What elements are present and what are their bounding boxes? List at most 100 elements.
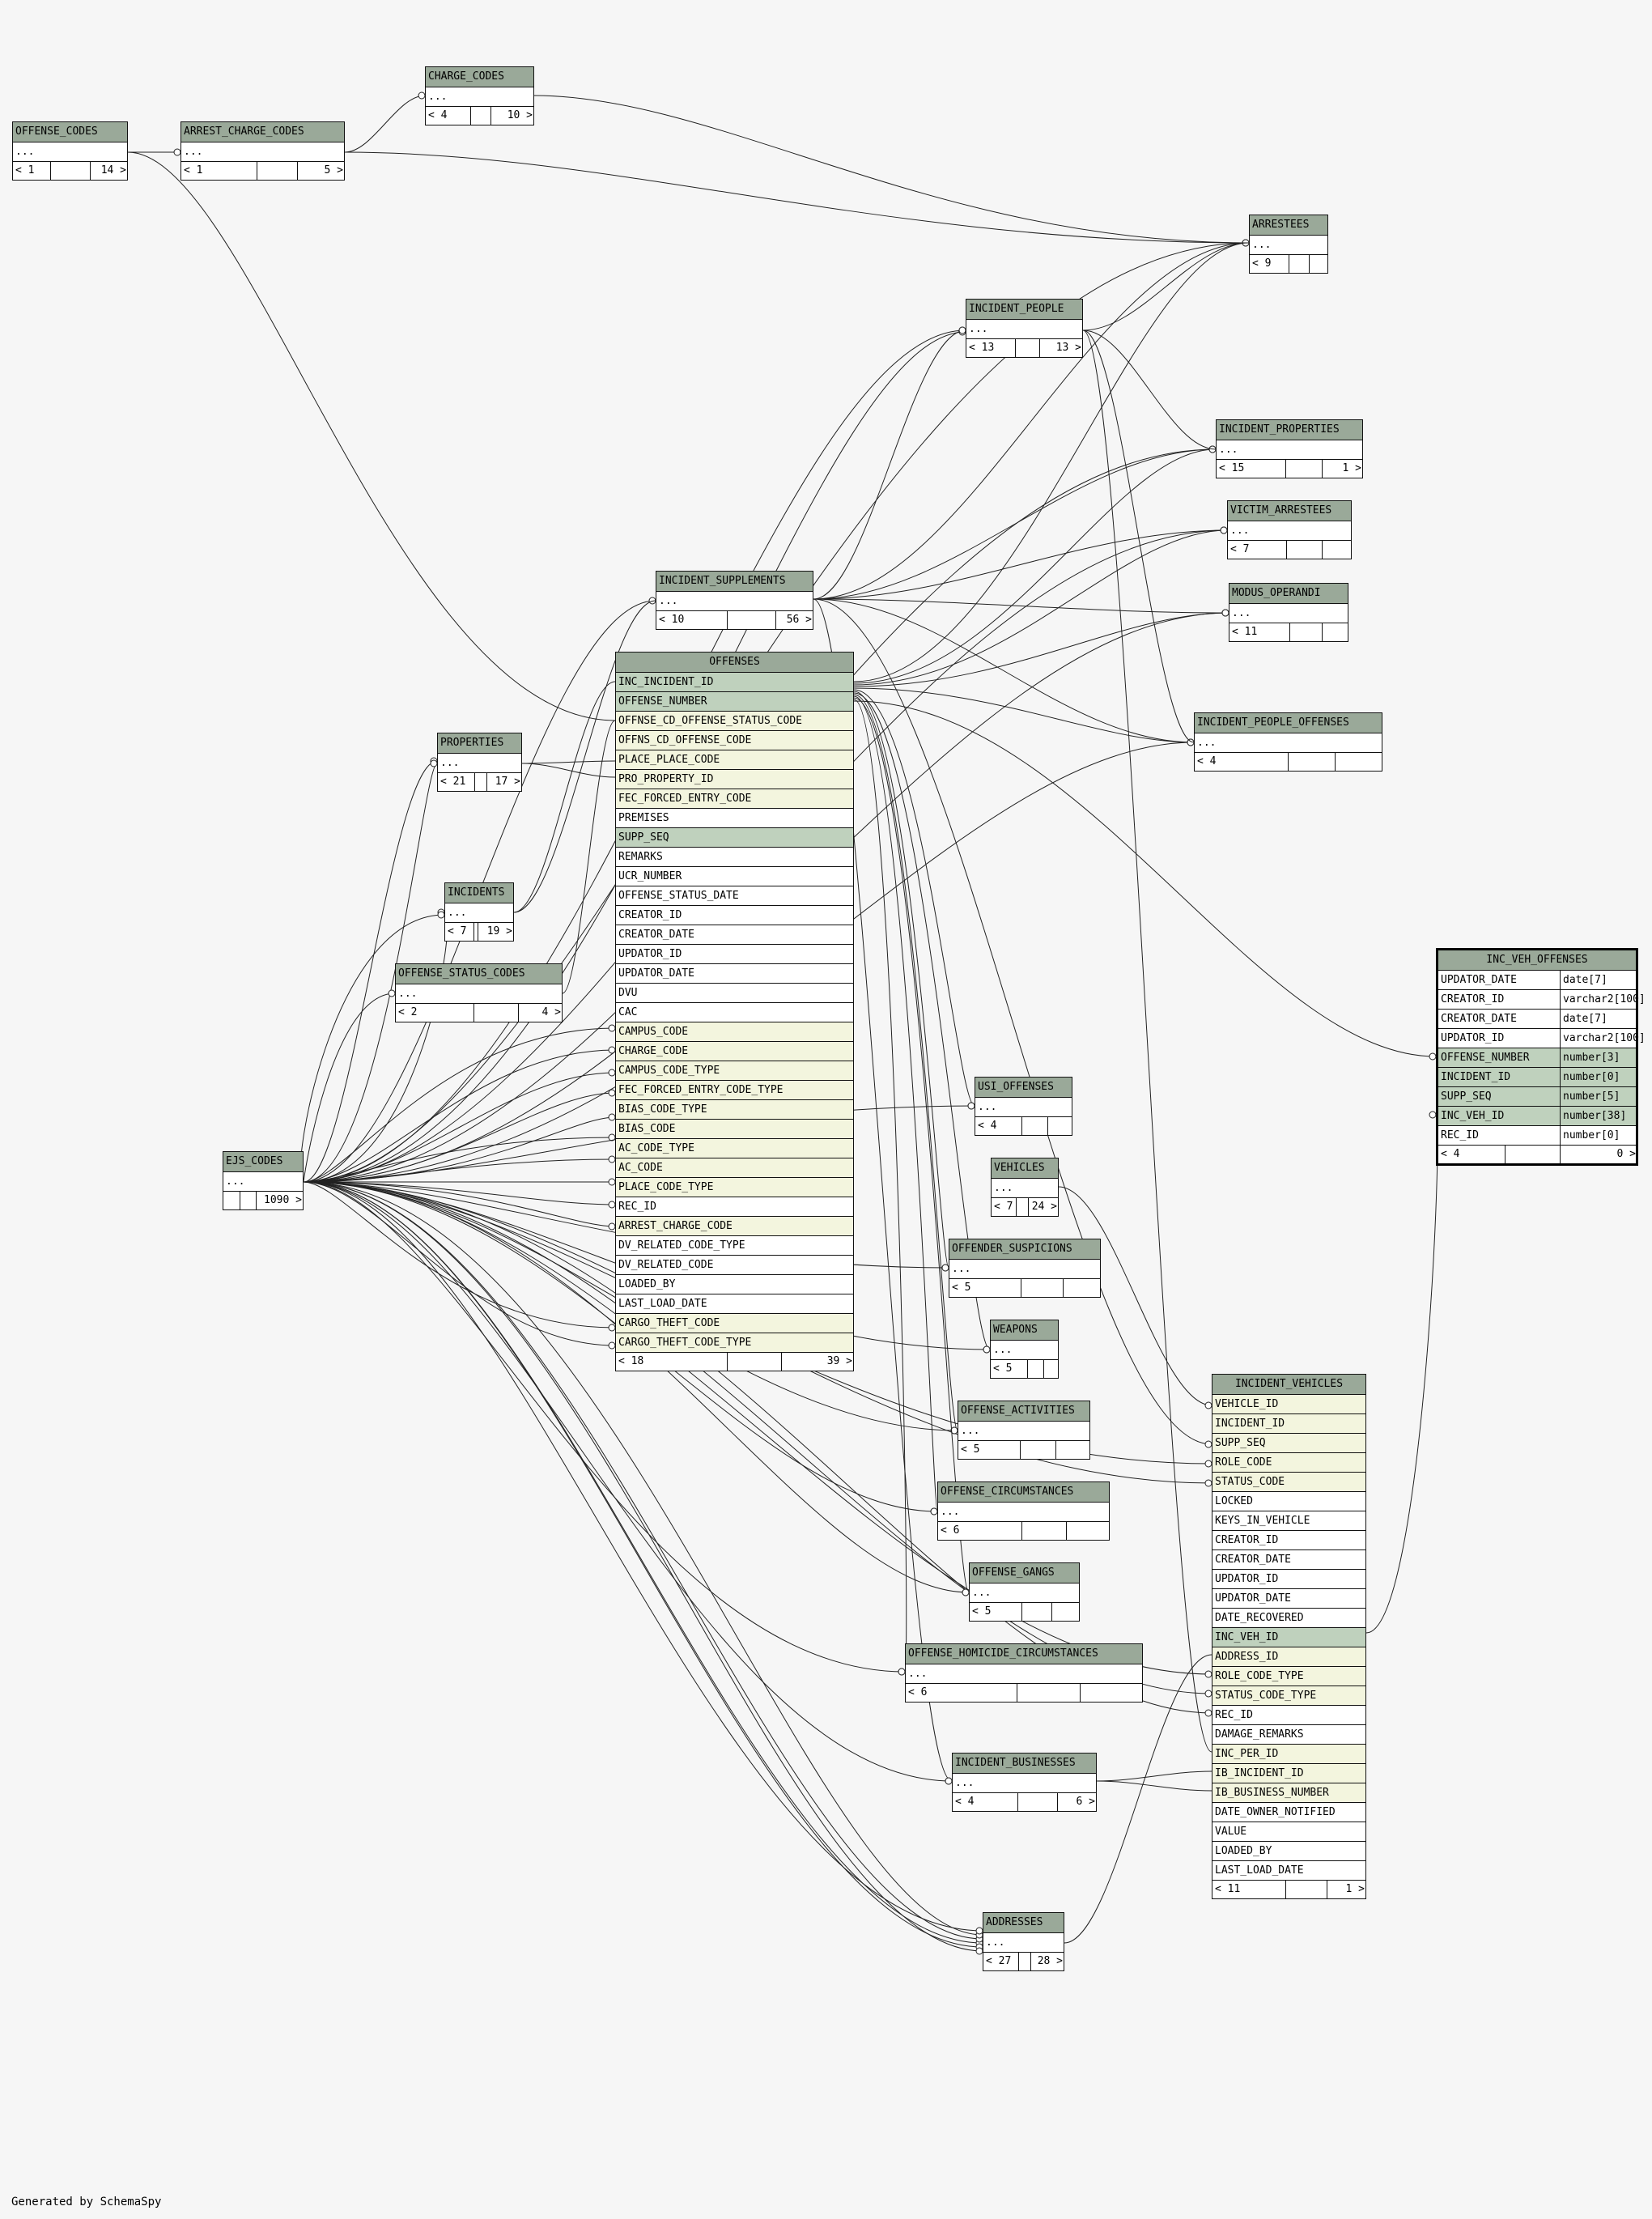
columns-ellipsis: ... <box>906 1664 1142 1684</box>
column-name: CAC <box>618 1006 638 1018</box>
cardinality-marker <box>1204 1401 1212 1409</box>
table-offense-activities[interactable]: OFFENSE_ACTIVITIES ... < 5 <box>958 1401 1090 1460</box>
cardinality-marker <box>1429 1111 1437 1119</box>
column-name: DV_RELATED_CODE_TYPE <box>618 1239 745 1252</box>
child-count: 1090 > <box>256 1192 304 1209</box>
column-name: PLACE_PLACE_CODE <box>618 754 720 766</box>
table-weapons[interactable]: WEAPONS ... < 5 <box>990 1320 1059 1379</box>
parent-count: 4 <box>440 109 448 121</box>
cardinality-marker <box>430 759 438 767</box>
table-footer: < 5 <box>991 1360 1058 1378</box>
table-victim-arrestees[interactable]: VICTIM_ARRESTEES ... < 7 <box>1227 500 1352 559</box>
cardinality-marker <box>608 1089 616 1097</box>
relationship-line <box>303 1181 616 1227</box>
parent-count: 18 <box>631 1355 644 1367</box>
cardinality-marker <box>388 989 396 997</box>
column-type: date[7] <box>1560 971 1607 990</box>
cardinality-marker <box>958 326 966 334</box>
table-name: INCIDENT_PEOPLE_OFFENSES <box>1195 713 1382 733</box>
column-row: ROLE_CODE <box>1212 1453 1365 1473</box>
column-row: DV_RELATED_CODE_TYPE <box>616 1236 853 1256</box>
column-name: PRO_PROPERTY_ID <box>618 773 714 785</box>
column-type: number[0] <box>1560 1068 1620 1087</box>
column-type: number[5] <box>1560 1087 1620 1107</box>
parent-count: 5 <box>1005 1362 1013 1375</box>
column-row: REC_ID <box>616 1197 853 1217</box>
relationship-line <box>853 700 1437 1057</box>
column-row: PLACE_CODE_TYPE <box>616 1178 853 1197</box>
column-row: INC_INCIDENT_ID <box>616 673 853 692</box>
column-row: ARREST_CHARGE_CODE <box>616 1217 853 1236</box>
parent-count: 7 <box>1006 1201 1013 1213</box>
column-row: DVU <box>616 984 853 1003</box>
column-name: LAST_LOAD_DATE <box>1215 1864 1304 1877</box>
relationship-line <box>303 993 396 1183</box>
table-offense-gangs[interactable]: OFFENSE_GANGS ... < 5 <box>969 1562 1080 1622</box>
cardinality-marker <box>608 1341 616 1350</box>
table-name: OFFENSE_GANGS <box>970 1563 1079 1583</box>
columns-ellipsis: ... <box>1217 440 1362 460</box>
table-footer: < 5 <box>949 1279 1100 1297</box>
table-name: VICTIM_ARRESTEES <box>1228 501 1351 521</box>
table-name: OFFENDER_SUSPICIONS <box>949 1239 1100 1260</box>
column-row: AC_CODE <box>616 1158 853 1178</box>
table-offender-suspicions[interactable]: OFFENDER_SUSPICIONS ... < 5 <box>949 1239 1101 1298</box>
table-footer: < 4 <box>1195 753 1382 771</box>
columns-ellipsis: ... <box>991 1341 1058 1360</box>
table-footer: < 5 <box>958 1441 1089 1459</box>
columns-ellipsis: ... <box>656 592 813 611</box>
column-name: SUPP_SEQ <box>1441 1090 1492 1103</box>
column-name: UPDATOR_ID <box>1215 1573 1279 1585</box>
column-row: OFFENSE_STATUS_DATE <box>616 886 853 906</box>
parent-count: 4 <box>990 1120 997 1132</box>
column-row: LOCKED <box>1212 1492 1365 1511</box>
relationship-line <box>344 151 1250 244</box>
generator-note: Generated by SchemaSpy <box>11 2196 162 2208</box>
parent-count: 11 <box>1244 626 1258 638</box>
relationship-line <box>303 1181 953 1782</box>
column-row: LAST_LOAD_DATE <box>616 1294 853 1314</box>
cardinality-marker <box>1204 1440 1212 1448</box>
table-offense-homicide-circumstances[interactable]: OFFENSE_HOMICIDE_CIRCUMSTANCES ... < 6 <box>905 1643 1143 1703</box>
table-incident-people-offenses[interactable]: INCIDENT_PEOPLE_OFFENSES ... < 4 <box>1194 712 1382 772</box>
column-name: ARREST_CHARGE_CODE <box>618 1220 733 1232</box>
column-name: LAST_LOAD_DATE <box>618 1298 707 1310</box>
column-row: CHARGE_CODE <box>616 1042 853 1061</box>
table-name: INCIDENT_BUSINESSES <box>953 1754 1096 1774</box>
column-name: AC_CODE <box>618 1162 663 1174</box>
table-offense-circumstances[interactable]: OFFENSE_CIRCUMSTANCES ... < 6 <box>937 1481 1110 1541</box>
relationship-line <box>299 914 445 1183</box>
table-name: PROPERTIES <box>438 733 521 754</box>
table-name: OFFENSE_CIRCUMSTANCES <box>938 1482 1109 1503</box>
table-ejs-codes[interactable]: EJS_CODES ... 1090 > <box>223 1151 304 1210</box>
relationship-line <box>521 760 616 764</box>
table-modus-operandi[interactable]: MODUS_OPERANDI ... < 11 <box>1229 583 1348 642</box>
table-arrestees[interactable]: ARRESTEES ... < 9 <box>1249 215 1328 274</box>
table-name: OFFENSE_ACTIVITIES <box>958 1401 1089 1422</box>
column-name: STATUS_CODE <box>1215 1476 1285 1488</box>
column-row: BIAS_CODE_TYPE <box>616 1100 853 1120</box>
column-name: REC_ID <box>1215 1709 1253 1721</box>
relationship-line <box>813 598 1229 614</box>
table-usi-offenses[interactable]: USI_OFFENSES ... < 4 <box>975 1077 1072 1136</box>
column-name: BIAS_CODE_TYPE <box>618 1103 707 1116</box>
